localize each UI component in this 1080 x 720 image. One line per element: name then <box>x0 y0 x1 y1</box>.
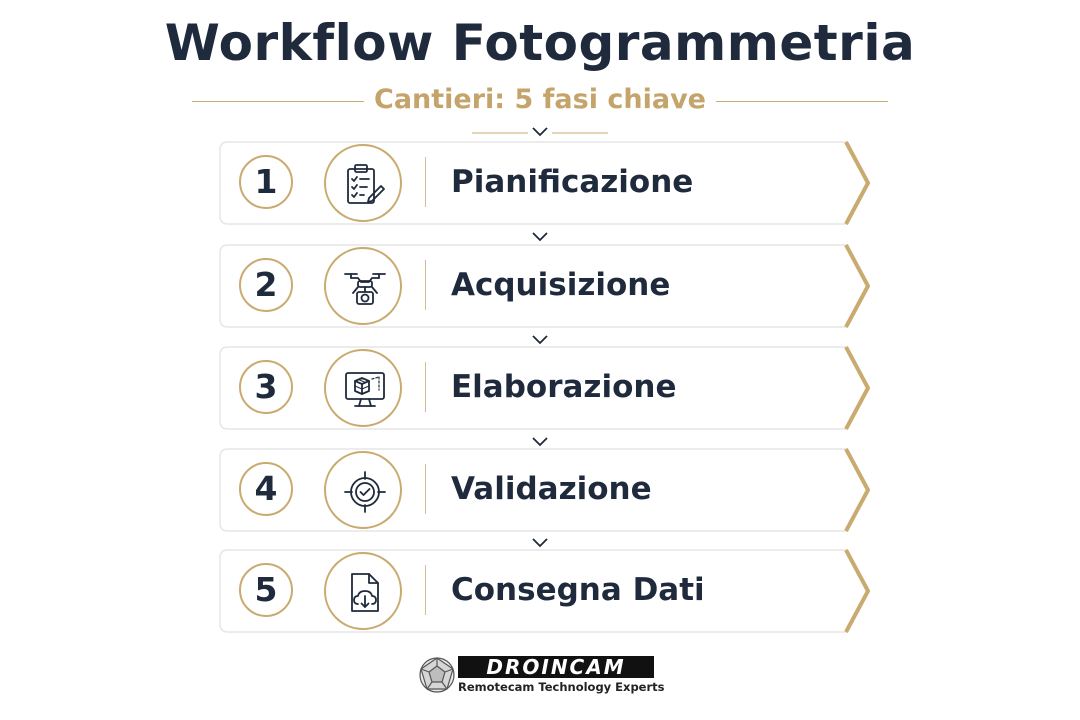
step-label: Validazione <box>451 471 652 507</box>
icon-circle <box>324 349 402 427</box>
subtitle-row: Cantieri: 5 fasi chiave <box>192 84 888 120</box>
logo-wordmark: DROINCAM <box>458 656 654 678</box>
step-number: 1 <box>239 155 293 209</box>
step-divider <box>425 157 426 207</box>
step-connector-chevron <box>532 232 548 242</box>
step-connector-chevron <box>532 437 548 447</box>
icon-circle <box>324 144 402 222</box>
step-label: Acquisizione <box>451 267 671 303</box>
step-card-1[interactable]: 1 Pianificazione <box>218 140 870 228</box>
step-number: 2 <box>239 258 293 312</box>
icon-circle <box>324 451 402 529</box>
step-connector-chevron <box>532 335 548 345</box>
step-label: Elaborazione <box>451 369 677 405</box>
icon-circle <box>324 247 402 325</box>
step-divider <box>425 464 426 514</box>
page-title: Workflow Fotogrammetria <box>164 14 916 72</box>
icon-circle <box>324 552 402 630</box>
step-label: Consegna Dati <box>451 572 705 608</box>
step-card-4[interactable]: 4 Validazione <box>218 447 870 535</box>
subtitle-right-rule <box>716 101 888 102</box>
subtitle-chevron-ornament <box>472 127 608 137</box>
step-label: Pianificazione <box>451 164 694 200</box>
page-subtitle: Cantieri: 5 fasi chiave <box>374 84 706 115</box>
target-check-icon <box>344 471 386 513</box>
step-divider <box>425 565 426 615</box>
geodesic-dome-icon <box>419 657 455 693</box>
monitor-3d-model-icon <box>345 372 385 407</box>
step-card-2[interactable]: 2 Acquisizione <box>218 243 870 331</box>
step-number: 5 <box>239 563 293 617</box>
step-card-5[interactable]: 5 Consegna Dati <box>218 548 870 636</box>
droincam-logo: DROINCAM Remotecam Technology Experts <box>418 654 665 700</box>
step-divider <box>425 362 426 412</box>
logo-tagline: Remotecam Technology Experts <box>458 680 665 694</box>
step-number: 3 <box>239 360 293 414</box>
drone-camera-icon <box>344 273 386 305</box>
clipboard-checklist-icon <box>347 164 385 204</box>
document-cloud-download-icon <box>351 573 379 612</box>
step-number: 4 <box>239 462 293 516</box>
step-divider <box>425 260 426 310</box>
step-card-3[interactable]: 3 Elaborazione <box>218 345 870 433</box>
step-connector-chevron <box>532 538 548 548</box>
subtitle-left-rule <box>192 101 364 102</box>
